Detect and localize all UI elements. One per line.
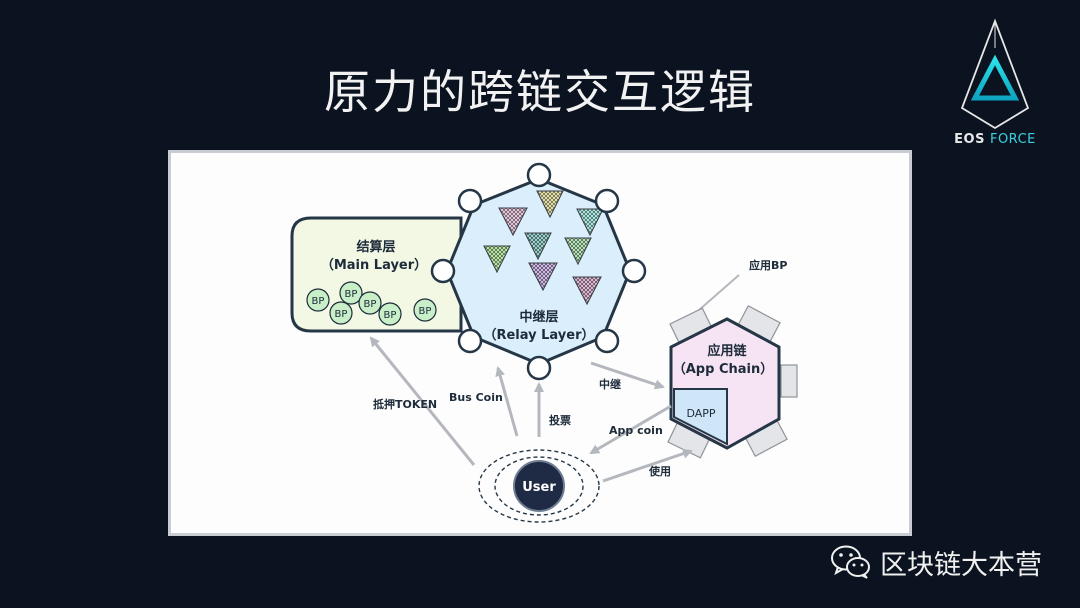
cross-chain-diagram: 结算层 （Main Layer） BP BP BP BP BP BP	[290, 162, 798, 523]
user-node	[513, 460, 565, 512]
main-layer-title-cn: 结算层	[356, 239, 395, 255]
arrow-stake-token	[369, 336, 476, 466]
arrow-relay	[590, 361, 665, 390]
relay-triangles	[483, 190, 604, 306]
bp-node: BP	[329, 301, 353, 325]
watermark: 区块链大本营	[830, 538, 1042, 586]
user-orbit-outer	[478, 449, 600, 523]
bp-node: BP	[358, 291, 382, 315]
bp-node: BP	[339, 281, 363, 305]
wechat-icon	[831, 545, 870, 579]
bp-cluster: BP BP BP BP BP BP	[306, 281, 437, 326]
relay-layer: 中继层 （Relay Layer）	[430, 162, 647, 381]
svg-text:BP: BP	[335, 309, 348, 320]
relay-node	[526, 355, 552, 381]
label-vote: 投票	[549, 413, 571, 427]
relay-layer-title-cn: 中继层	[519, 309, 558, 325]
arrow-bus-coin	[495, 366, 519, 437]
user-orbit-inner	[494, 456, 584, 516]
relay-node	[430, 258, 456, 284]
logo-brand-main: EOS	[954, 132, 985, 147]
bp-node: BP	[413, 298, 437, 322]
label-relay: 中继	[599, 377, 621, 391]
app-bp-slot	[780, 364, 798, 398]
label-app-coin: App coin	[609, 424, 663, 437]
label-use: 使用	[648, 464, 671, 478]
bp-node: BP	[306, 288, 330, 312]
arrow-use	[602, 448, 693, 483]
arrow-app-coin	[589, 404, 672, 455]
logo-triangle	[970, 54, 1020, 101]
app-chain-title-en: （App Chain）	[673, 361, 773, 377]
svg-text:BP: BP	[364, 299, 377, 310]
diagram-panel: 结算层 （Main Layer） BP BP BP BP BP BP	[168, 150, 912, 536]
svg-text:BP: BP	[345, 289, 358, 300]
app-bp-slots	[667, 305, 798, 459]
label-stake-token: 抵押TOKEN	[373, 397, 437, 411]
svg-text:BP: BP	[384, 310, 397, 321]
logo-outer-shape	[960, 18, 1030, 130]
svg-text:BP: BP	[312, 296, 325, 307]
relay-nodes	[430, 162, 647, 381]
slide-title: 原力的跨链交互逻辑	[324, 65, 756, 119]
dapp-region	[673, 388, 728, 446]
flow-arrows	[369, 336, 693, 483]
relay-node	[594, 328, 620, 354]
dapp-label: DAPP	[686, 407, 715, 420]
main-layer: 结算层 （Main Layer） BP BP BP BP BP BP	[290, 216, 463, 333]
logo-wordmark: EOS FORCE	[950, 132, 1040, 147]
app-bp-callout: 应用BP	[749, 258, 787, 272]
logo-brand-accent: FORCE	[989, 132, 1036, 147]
user-label: User	[522, 480, 556, 495]
relay-layer-title-en: （Relay Layer）	[483, 327, 594, 343]
svg-text:BP: BP	[419, 306, 432, 317]
user: User	[478, 449, 600, 523]
relay-node	[457, 328, 483, 354]
relay-node	[457, 188, 483, 214]
bp-node: BP	[378, 302, 402, 326]
relay-node	[594, 188, 620, 214]
app-chain: 应用BP 应用链 （App Chain） DAPP	[667, 258, 798, 459]
label-bus-coin: Bus Coin	[449, 391, 503, 404]
app-chain-title-cn: 应用链	[707, 343, 747, 359]
arrow-labels: 抵押TOKEN Bus Coin 投票 中继 App coin 使用	[373, 377, 671, 478]
eos-force-logo	[960, 18, 1030, 130]
relay-node	[621, 258, 647, 284]
relay-node	[526, 162, 552, 188]
main-layer-title-en: （Main Layer）	[321, 257, 427, 273]
watermark-text: 区块链大本营	[880, 549, 1042, 581]
